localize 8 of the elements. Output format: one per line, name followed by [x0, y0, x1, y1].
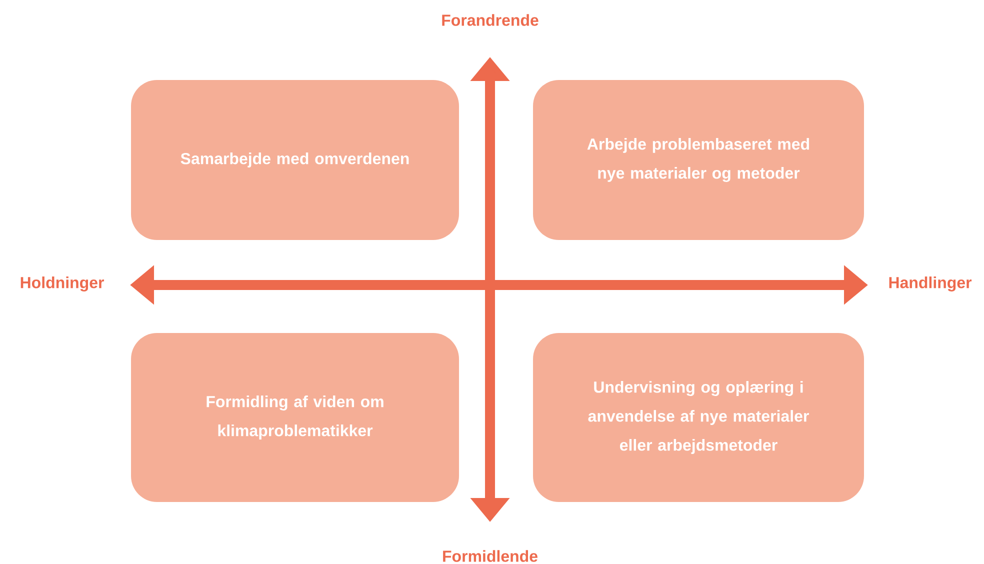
axis-label: Holdninger	[20, 276, 104, 292]
quadrant-box: Formidling af viden om klimaproblematikker	[131, 333, 459, 502]
axis-label: Handlinger	[889, 276, 972, 292]
axis-label: Forandrende	[442, 14, 538, 26]
quadrant-box: Undervisning og oplæring i anvendelse af nye materialer eller arbejdsmetoder	[533, 333, 864, 502]
axis-label: Formidlende	[443, 550, 538, 562]
quadrant-box: Samarbejde med omverdenen	[131, 80, 459, 240]
quadrant-box: Arbejde problembaseret med nye materialer og metoder	[533, 80, 864, 240]
